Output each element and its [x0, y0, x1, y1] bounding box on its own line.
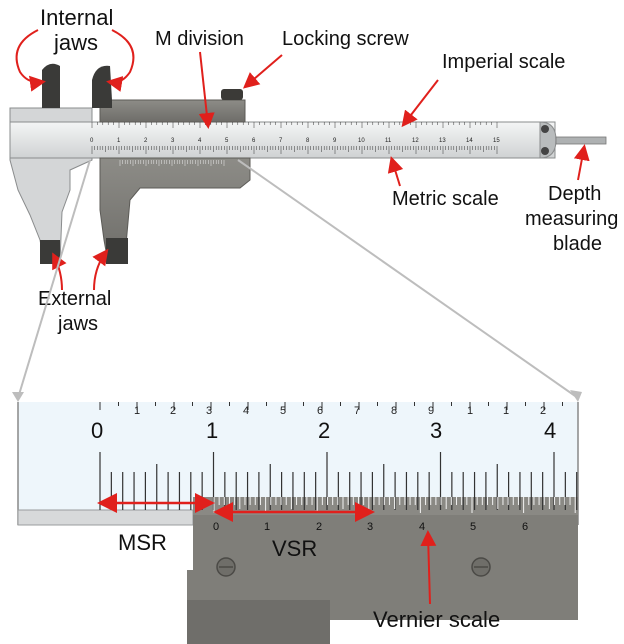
metric-number: 5: [225, 138, 229, 144]
internal-jaw-moving: [92, 65, 112, 108]
imperial-number: 1: [467, 405, 473, 417]
depth-blade-arrow: [573, 144, 590, 181]
metric-number: 9: [333, 138, 337, 144]
imperial-number: 5: [280, 405, 286, 417]
internal-jaws-label-line2: jaws: [53, 30, 98, 55]
metric-number: 2: [144, 138, 148, 144]
imperial-number: 2: [170, 405, 176, 417]
main-scale-number: 3: [430, 418, 442, 443]
internal-jaws-label-line1: Internal: [40, 5, 113, 30]
metric-number: 1: [117, 138, 121, 144]
imperial-scale-label: Imperial scale: [442, 51, 565, 73]
vernier-number: 5: [470, 521, 476, 533]
external-jaws-arrow-left: [52, 252, 67, 291]
depth-blade-label-line2: measuring: [525, 208, 618, 230]
metric-number: 15: [493, 138, 500, 144]
metric-number: 7: [279, 138, 283, 144]
main-scale-number: 0: [91, 418, 103, 443]
slider-top: [99, 99, 246, 123]
depth-blade-label-line1: Depth: [548, 183, 601, 205]
external-jaws-label-line1: External: [38, 288, 111, 310]
main-scale-number: 2: [318, 418, 330, 443]
imperial-scale-arrow: [401, 79, 439, 128]
metric-scale-small: 0 1 2 3 4 5 6 7 8 9 10 11 12 13 14 15: [90, 122, 500, 166]
internal-jaws-arrow-left: [15, 29, 46, 92]
metric-number: 10: [358, 138, 365, 144]
imperial-number: 8: [391, 405, 397, 417]
imperial-number: 2: [540, 405, 546, 417]
locking-screw-arrow: [242, 54, 283, 89]
vernier-number: 0: [213, 521, 219, 533]
external-jaws-arrow-right: [92, 248, 109, 291]
vernier-scale-arrow: [420, 530, 437, 605]
zoom-guide-left: [17, 159, 91, 399]
locking-screw-label: Locking screw: [282, 28, 409, 50]
metric-scale-arrow: [387, 156, 404, 187]
vernier-number: 6: [522, 521, 528, 533]
main-scale-number: 1: [206, 418, 218, 443]
depth-blade-label-line3: blade: [553, 233, 602, 255]
vernier-number: 2: [316, 521, 322, 533]
metric-number: 3: [171, 138, 175, 144]
metric-number: 6: [252, 138, 256, 144]
metric-number: 11: [385, 138, 392, 144]
metric-number: 0: [90, 138, 94, 144]
moving-jaw-tip: [106, 238, 128, 264]
external-jaws-label-line2: jaws: [57, 313, 98, 335]
depth-blade: [555, 136, 607, 145]
imperial-number: 7: [354, 405, 360, 417]
imperial-number: 9: [428, 405, 434, 417]
internal-jaw-fixed: [42, 63, 60, 108]
imperial-number: 4: [243, 405, 249, 417]
vernier-number: 4: [419, 521, 425, 533]
zoom-guide-right: [237, 159, 579, 399]
vsr-label: VSR: [272, 536, 317, 561]
metric-number: 4: [198, 138, 202, 144]
locking-screw: [221, 89, 243, 100]
vernier-scale-label: Vernier scale: [373, 607, 500, 632]
caliper: 0 1 2 3 4 5 6 7 8 9 10 11 12 13 14 15: [9, 63, 607, 264]
metric-scale-label: Metric scale: [392, 188, 499, 210]
internal-jaws-arrow-right: [106, 29, 135, 92]
metric-number: 12: [412, 138, 419, 144]
vernier-number: 1: [264, 521, 270, 533]
main-scale-number: 4: [544, 418, 556, 443]
zoomed-scale: 1 2 3 4 5 6 7 8 9 1 1 2 0 1 2 3 4 0 1 2 …: [17, 402, 579, 644]
metric-number: 8: [306, 138, 310, 144]
main-beam: [9, 121, 556, 159]
imperial-number: 3: [206, 405, 212, 417]
imperial-number: 1: [503, 405, 509, 417]
vernier-number: 3: [367, 521, 373, 533]
m-division-label: M division: [155, 28, 244, 50]
msr-label: MSR: [118, 530, 167, 555]
slider-bottom: [99, 157, 251, 263]
imperial-number: 1: [134, 405, 140, 417]
m-division-arrow: [198, 51, 215, 129]
imperial-number: 6: [317, 405, 323, 417]
metric-number: 14: [466, 138, 473, 144]
metric-number: 13: [439, 138, 446, 144]
